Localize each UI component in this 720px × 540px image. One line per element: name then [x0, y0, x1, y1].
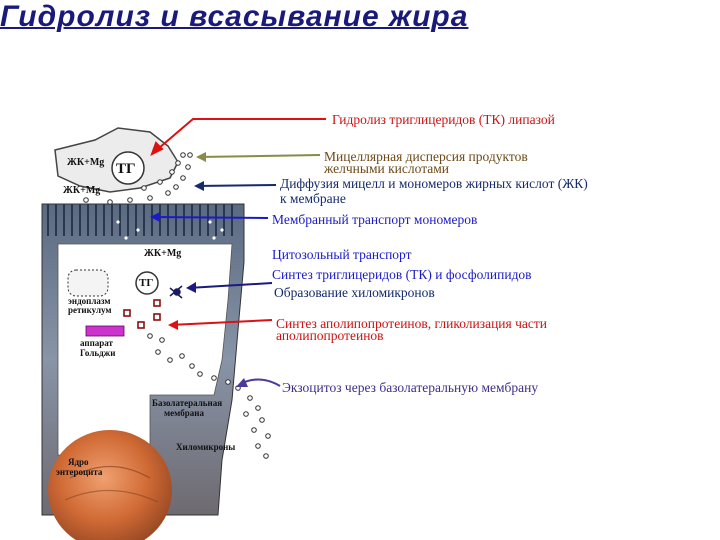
label-tg-top: ТГ	[116, 161, 136, 177]
chylomicron-symbol	[169, 285, 183, 299]
label-nucleus-1: Ядро	[68, 457, 89, 467]
label-er-2: ретикулум	[68, 305, 112, 315]
label-nucleus-2: энтероцита	[56, 467, 103, 477]
label-basolateral-1: Базолатеральная	[152, 398, 223, 408]
micelle-dots	[83, 152, 271, 459]
er-shape	[67, 269, 109, 297]
label-micellar-1: Мицеллярная дисперсия продуктов	[324, 149, 528, 164]
nucleus	[48, 430, 172, 540]
label-chylomicron-formation: Образование хиломикронов	[274, 285, 435, 300]
label-chylomicrons: Хиломикроны	[176, 442, 236, 452]
label-cytosol-transport: Цитозольный транспорт	[272, 247, 412, 262]
arrow-hydrolysis	[151, 118, 326, 155]
label-tg-inner: ТГ	[139, 277, 154, 289]
label-basolateral-2: мембрана	[164, 408, 204, 418]
arrow-micellar	[197, 154, 321, 158]
label-diffusion-2: к мембране	[280, 191, 346, 206]
label-fa-mg-lumen: ЖК+Mg	[63, 185, 101, 196]
label-micellar-2: желчными кислотами	[324, 161, 450, 176]
label-fa-mg-droplet: ЖК+Mg	[67, 157, 105, 168]
label-apolipo-1: Синтез аполипопротеинов, гликолизация ча…	[276, 316, 548, 331]
label-golgi-2: Гольджи	[80, 348, 116, 358]
label-fa-mg-cytosol: ЖК+Mg	[144, 248, 182, 259]
arrow-membrane	[151, 216, 269, 219]
page-title: Гидролиз и всасывание жира	[0, 0, 469, 33]
label-hydrolysis: Гидролиз триглицеридов (ТК) липазой	[332, 112, 555, 127]
label-synthesis-tg: Синтез триглицеридов (ТК) и фосфолипидов	[272, 267, 532, 282]
chylomicron-squares	[123, 299, 161, 329]
label-membrane-transport: Мембранный транспорт мономеров	[272, 212, 478, 227]
arrows	[150, 118, 326, 387]
arrow-apolipo	[169, 319, 273, 326]
label-exocytosis: Экзоцитоз через базолатеральную мембрану	[282, 380, 539, 395]
golgi-shape	[85, 325, 125, 337]
label-er-1: эндоплазм	[68, 296, 111, 306]
arrow-chylomicrons	[187, 282, 273, 289]
monomer-dots	[116, 220, 224, 240]
label-golgi-1: аппарат	[80, 338, 113, 348]
arrow-diffusion	[195, 184, 277, 187]
label-apolipo-2: аполипопротеинов	[276, 328, 384, 343]
tg-circle-top	[111, 151, 145, 185]
label-diffusion-1: Диффузия мицелл и мономеров жирных кисло…	[280, 176, 588, 191]
tg-circle-inner	[135, 271, 159, 295]
